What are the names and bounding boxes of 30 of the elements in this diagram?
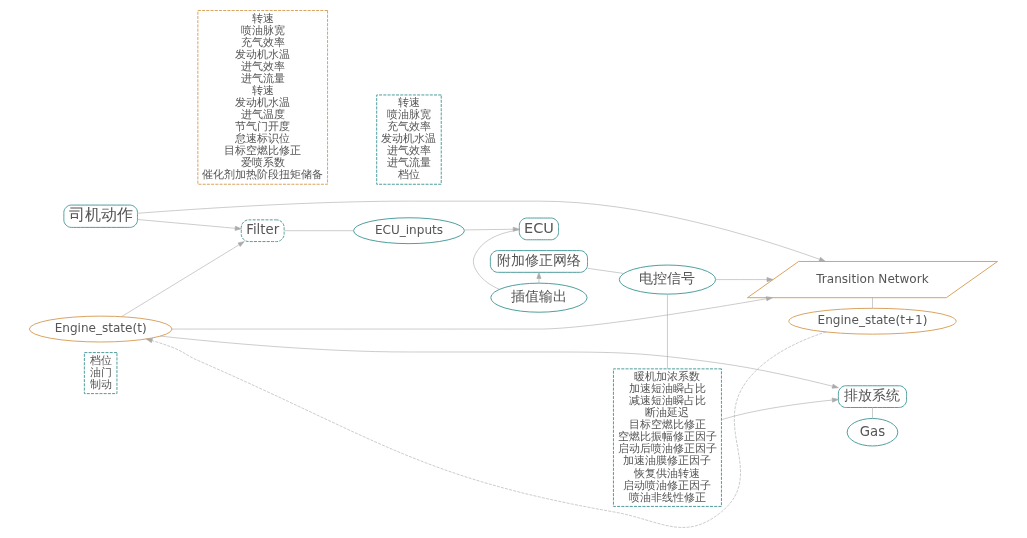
- node-ellipse: 插值输出: [490, 282, 588, 313]
- arrow: [715, 277, 774, 282]
- arrow: [464, 226, 520, 232]
- node-box: 司机动作: [63, 204, 138, 228]
- connector: [872, 297, 873, 309]
- node-ellipse: 电控信号: [618, 264, 717, 295]
- node-box: 排放系统: [837, 385, 908, 408]
- arrow: [721, 397, 839, 420]
- arrow: [160, 335, 839, 389]
- node-box: ECU: [518, 217, 560, 241]
- node-box: Filter: [240, 219, 285, 243]
- arrow: [137, 200, 826, 262]
- connector: [872, 407, 873, 419]
- node-ellipse: Gas: [846, 418, 899, 447]
- node-box: 转速 喷油脉宽 充气效率 发动机水温 进气效率 进气流量 档位: [376, 94, 442, 185]
- node-box: 转速 喷油脉宽 充气效率 发动机水温 进气效率 进气流量 转速 发动机水温 进气温度 节气门开度 怠速标识位 目标空燃比修正 爱喷系数 催化剂加热阶段扭矩储备: [197, 10, 329, 185]
- connector: [667, 293, 668, 370]
- arrow: [171, 296, 773, 330]
- node-box: 档位 油门 制动: [83, 352, 118, 395]
- connector: [283, 230, 354, 231]
- node-ellipse: ECU_inputs: [353, 217, 465, 245]
- connector: [587, 268, 624, 274]
- arrow: [536, 272, 542, 284]
- arrow: [137, 219, 242, 231]
- node-ellipse: Engine_state(t+1): [788, 307, 957, 335]
- node-box: 附加修正网络: [489, 250, 588, 273]
- connector: [473, 229, 520, 290]
- arrow: [121, 241, 245, 318]
- arrow: [145, 331, 827, 528]
- node-box: 暖机加浓系数 加速短油瞬占比 减速短油瞬占比 断油延迟 目标空燃比修正 空燃比振幅修正因子 启动后喷油修正因子 加速油膜修正因子 恢复供油转速 启动喷油修正因子 喷油非线性修正: [612, 368, 722, 507]
